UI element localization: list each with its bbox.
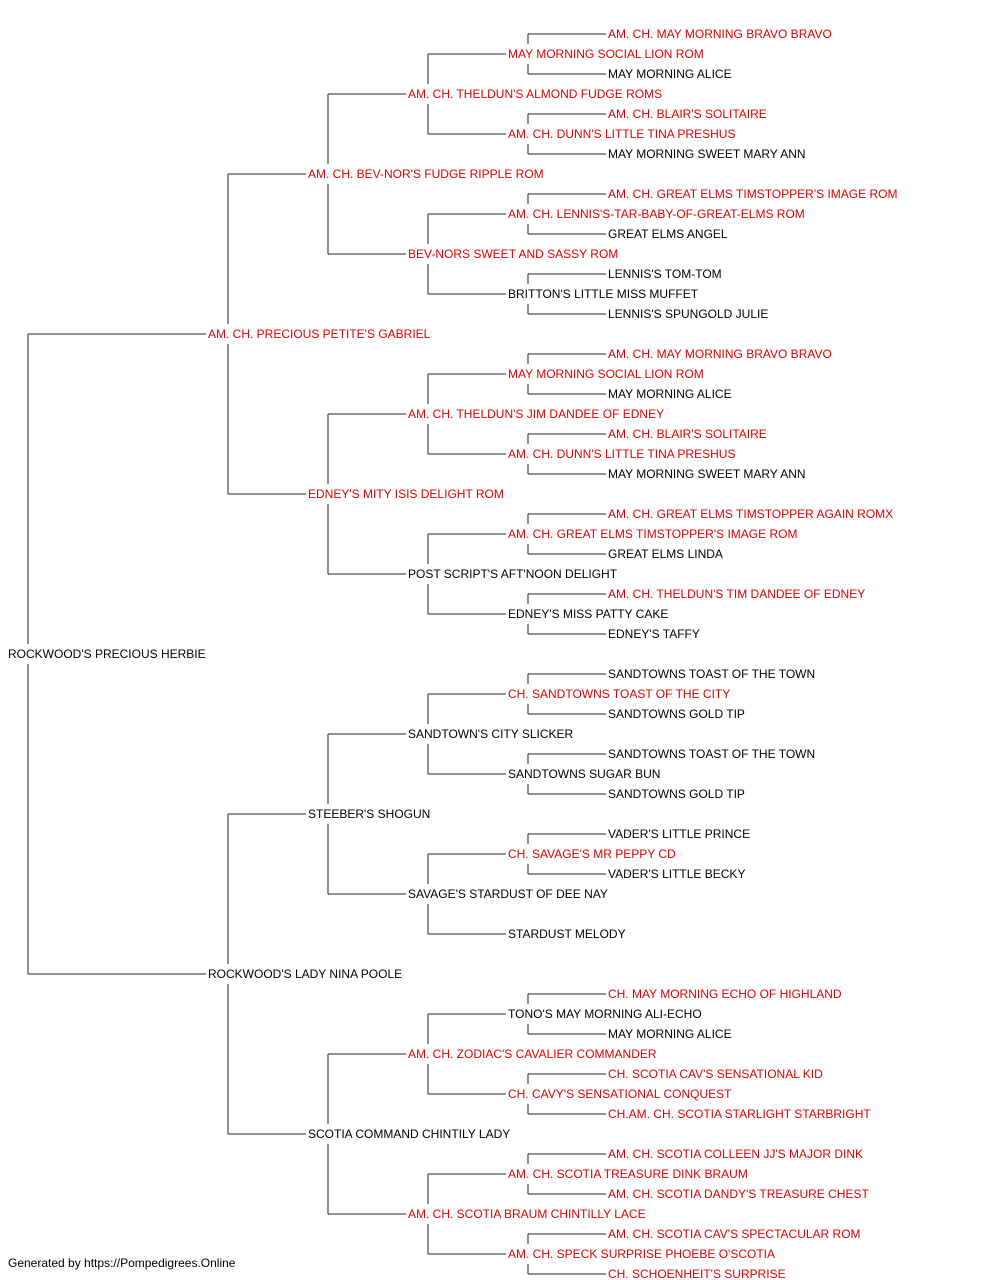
ancestor-name: MAY MORNING SOCIAL LION ROM xyxy=(508,47,704,61)
ancestor-name: AM. CH. BLAIR'S SOLITAIRE xyxy=(608,107,767,121)
ancestor-name: VADER'S LITTLE PRINCE xyxy=(608,827,750,841)
ancestor-name: AM. CH. SCOTIA DANDY'S TREASURE CHEST xyxy=(608,1187,869,1201)
ancestor-name: CH. SCHOENHEIT'S SURPRISE xyxy=(608,1267,786,1280)
ancestor-name: SANDTOWNS GOLD TIP xyxy=(608,787,745,801)
ancestor-name: GREAT ELMS ANGEL xyxy=(608,227,728,241)
ancestor-name: BRITTON'S LITTLE MISS MUFFET xyxy=(508,287,699,301)
ancestor-name: EDNEY'S MITY ISIS DELIGHT ROM xyxy=(308,487,504,501)
subject-name: ROCKWOOD'S PRECIOUS HERBIE xyxy=(8,647,206,661)
ancestor-name: AM. CH. DUNN'S LITTLE TINA PRESHUS xyxy=(508,447,735,461)
ancestor-name: AM. CH. THELDUN'S JIM DANDEE OF EDNEY xyxy=(408,407,664,421)
ancestor-name: AM. CH. LENNIS'S-TAR-BABY-OF-GREAT-ELMS … xyxy=(508,207,805,221)
ancestor-name: MAY MORNING ALICE xyxy=(608,67,732,81)
ancestor-name: LENNIS'S TOM-TOM xyxy=(608,267,722,281)
ancestor-name: AM. CH. MAY MORNING BRAVO BRAVO xyxy=(608,27,832,41)
ancestor-name: POST SCRIPT'S AFT'NOON DELIGHT xyxy=(408,567,618,581)
footer-credit: Generated by https://Pompedigrees.Online xyxy=(8,1256,236,1270)
ancestor-name: SANDTOWNS SUGAR BUN xyxy=(508,767,660,781)
ancestor-name: MAY MORNING ALICE xyxy=(608,1027,732,1041)
ancestor-name: MAY MORNING SOCIAL LION ROM xyxy=(508,367,704,381)
ancestor-name: AM. CH. BEV-NOR'S FUDGE RIPPLE ROM xyxy=(308,167,544,181)
ancestor-name: CH. SAVAGE'S MR PEPPY CD xyxy=(508,847,676,861)
ancestor-name: SANDTOWNS TOAST OF THE TOWN xyxy=(608,667,815,681)
ancestor-name: LENNIS'S SPUNGOLD JULIE xyxy=(608,307,768,321)
ancestor-name: AM. CH. SCOTIA TREASURE DINK BRAUM xyxy=(508,1167,748,1181)
ancestor-name: TONO'S MAY MORNING ALI-ECHO xyxy=(508,1007,702,1021)
ancestor-name: ROCKWOOD'S LADY NINA POOLE xyxy=(208,967,402,981)
ancestor-name: AM. CH. ZODIAC'S CAVALIER COMMANDER xyxy=(408,1047,657,1061)
ancestor-name: CH. MAY MORNING ECHO OF HIGHLAND xyxy=(608,987,842,1001)
ancestor-name: AM. CH. THELDUN'S TIM DANDEE OF EDNEY xyxy=(608,587,865,601)
ancestor-name: SAVAGE'S STARDUST OF DEE NAY xyxy=(408,887,608,901)
ancestor-name: EDNEY'S MISS PATTY CAKE xyxy=(508,607,668,621)
ancestor-name: AM. CH. SCOTIA CAV'S SPECTACULAR ROM xyxy=(608,1227,861,1241)
ancestor-name: AM. CH. GREAT ELMS TIMSTOPPER'S IMAGE RO… xyxy=(508,527,797,541)
ancestor-name: STARDUST MELODY xyxy=(508,927,626,941)
ancestor-name: CH. SCOTIA CAV'S SENSATIONAL KID xyxy=(608,1067,823,1081)
ancestor-name: AM. CH. GREAT ELMS TIMSTOPPER'S IMAGE RO… xyxy=(608,187,897,201)
ancestor-name: CH. CAVY'S SENSATIONAL CONQUEST xyxy=(508,1087,732,1101)
ancestor-name: CH. SANDTOWNS TOAST OF THE CITY xyxy=(508,687,730,701)
ancestor-name: SCOTIA COMMAND CHINTILY LADY xyxy=(308,1127,510,1141)
ancestor-name: STEEBER'S SHOGUN xyxy=(308,807,430,821)
ancestor-name: AM. CH. THELDUN'S ALMOND FUDGE ROMS xyxy=(408,87,662,101)
ancestor-name: SANDTOWNS GOLD TIP xyxy=(608,707,745,721)
ancestor-name: MAY MORNING SWEET MARY ANN xyxy=(608,147,806,161)
ancestor-name: EDNEY'S TAFFY xyxy=(608,627,700,641)
ancestor-name: AM. CH. BLAIR'S SOLITAIRE xyxy=(608,427,767,441)
ancestor-name: SANDTOWN'S CITY SLICKER xyxy=(408,727,574,741)
ancestor-name: MAY MORNING SWEET MARY ANN xyxy=(608,467,806,481)
ancestor-name: AM. CH. SCOTIA BRAUM CHINTILLY LACE xyxy=(408,1207,646,1221)
ancestor-name: SANDTOWNS TOAST OF THE TOWN xyxy=(608,747,815,761)
ancestor-name: CH.AM. CH. SCOTIA STARLIGHT STARBRIGHT xyxy=(608,1107,871,1121)
ancestor-name: BEV-NORS SWEET AND SASSY ROM xyxy=(408,247,618,261)
ancestor-name: GREAT ELMS LINDA xyxy=(608,547,723,561)
ancestor-name: AM. CH. PRECIOUS PETITE'S GABRIEL xyxy=(208,327,431,341)
ancestor-name: AM. CH. DUNN'S LITTLE TINA PRESHUS xyxy=(508,127,735,141)
ancestor-name: VADER'S LITTLE BECKY xyxy=(608,867,745,881)
ancestor-name: AM. CH. MAY MORNING BRAVO BRAVO xyxy=(608,347,832,361)
ancestor-name: AM. CH. GREAT ELMS TIMSTOPPER AGAIN ROMX xyxy=(608,507,893,521)
ancestor-name: AM. CH. SCOTIA COLLEEN JJ'S MAJOR DINK xyxy=(608,1147,863,1161)
ancestor-name: MAY MORNING ALICE xyxy=(608,387,732,401)
ancestor-name: AM. CH. SPECK SURPRISE PHOEBE O'SCOTIA xyxy=(508,1247,775,1261)
